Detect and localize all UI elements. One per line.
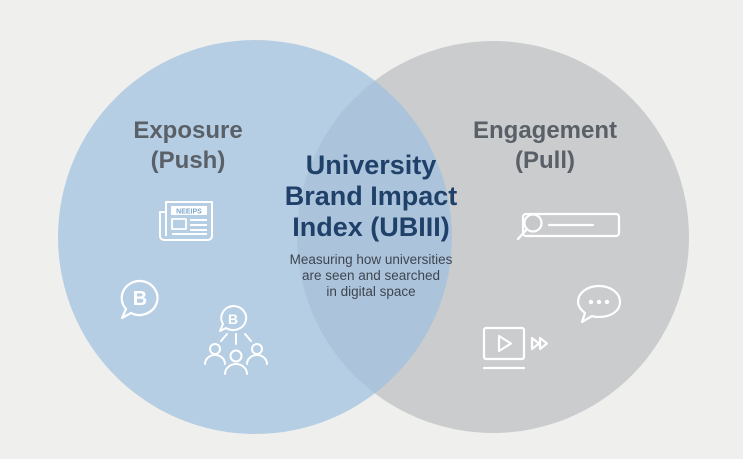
index-description-line-2: are seen and searched [301, 268, 441, 283]
index-title-line-3: Index (UBIII) [292, 212, 450, 242]
exposure-circle [58, 40, 452, 434]
exposure-subtitle: (Push) [150, 147, 226, 174]
exposure-title: Exposure [133, 117, 243, 144]
index-description-line-3: in digital space [326, 284, 416, 299]
index-title-line-1: University [305, 150, 437, 180]
brand-letter: B [133, 288, 147, 310]
index-description: Measuring how universities are seen and … [276, 252, 466, 300]
newspaper-masthead: NEEIPS [176, 209, 202, 216]
video-play-icon [482, 326, 552, 374]
index-title-line-2: Brand Impact [284, 181, 458, 211]
audience-network-icon: B [202, 304, 272, 376]
search-bar-icon [515, 210, 623, 244]
newspaper-icon: NEEIPS [158, 200, 218, 242]
network-brand-letter: B [228, 311, 238, 327]
index-description-line-1: Measuring how universities [289, 252, 453, 267]
engagement-title: Engagement [472, 117, 618, 144]
engagement-subtitle: (Pull) [515, 147, 575, 174]
brand-speech-bubble-icon: B [118, 278, 162, 322]
index-title: University Brand Impact Index (UBIII) [268, 150, 474, 243]
exposure-label: Exposure (Push) [108, 116, 268, 176]
engagement-label: Engagement (Pull) [455, 116, 635, 176]
chat-bubble-icon [576, 284, 622, 324]
